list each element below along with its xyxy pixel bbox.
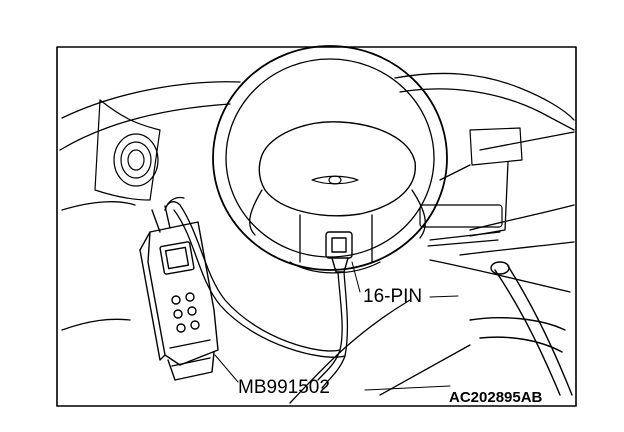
- handheld-scan-tool-illustration: [139, 205, 219, 381]
- steering-wheel-illustration: [212, 45, 448, 274]
- tool-label-underline: [364, 385, 451, 391]
- 16-pin-diagnostic-connector-illustration: [325, 231, 353, 273]
- gear-lever: [469, 261, 573, 396]
- connector-label: 16-PIN: [363, 286, 423, 307]
- connector-leader-line: [351, 261, 361, 293]
- figure-code-label: AC202895AB: [449, 389, 543, 406]
- dashboard-outline: [59, 72, 575, 404]
- connector-pointer: [429, 295, 459, 298]
- center-console: [419, 127, 523, 247]
- tool-leader-line: [214, 354, 239, 383]
- air-vent-left: [94, 99, 161, 201]
- tool-label: MB991502: [238, 377, 330, 398]
